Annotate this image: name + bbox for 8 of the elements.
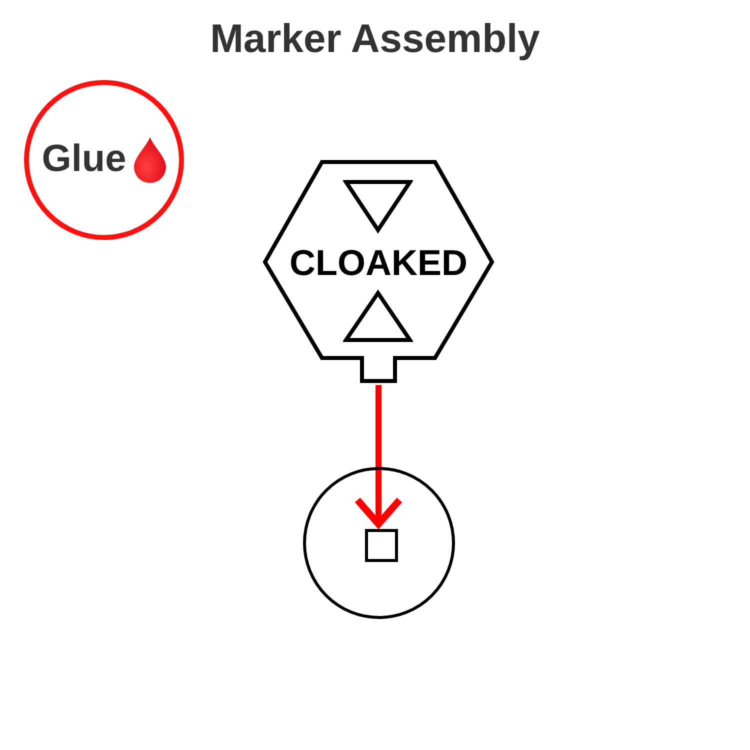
title: Marker Assembly [210,17,540,61]
circle-outline [303,467,455,619]
square-slot [365,529,398,562]
hexagon-frame [261,159,496,385]
circle-frame [24,80,184,240]
arrow [354,385,403,528]
node-text: CLOAKED [290,243,468,283]
node-text: Glue [42,139,126,181]
